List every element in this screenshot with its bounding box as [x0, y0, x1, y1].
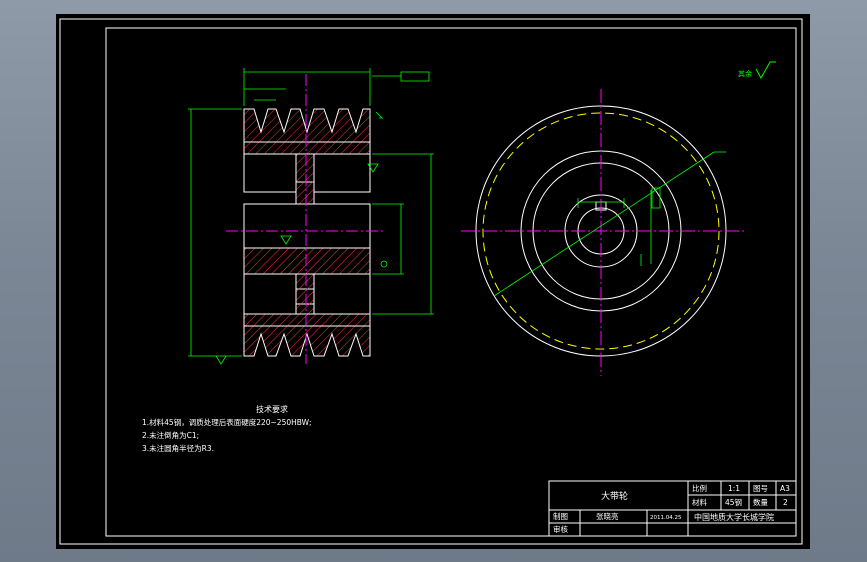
drawn-date: 2011.04.25	[650, 515, 682, 521]
drawn-name: 张晓亮	[596, 511, 619, 521]
sheet-label: 图号	[753, 484, 768, 493]
inner-frame	[105, 27, 797, 537]
drawn-label: 制图	[553, 511, 568, 521]
cad-drawing: 其余 技术要求 1.材料45钢，调质处理后表面硬度220~250HBW; 2.未…	[59, 18, 803, 545]
title-block: 大带轮 比例 1:1 图号 A3 材料 45钢 数量 2 制图 张晓亮 2011…	[548, 480, 797, 537]
quantity-label: 数量	[753, 497, 768, 507]
school-name: 中国地质大学长城学院	[694, 512, 774, 522]
rim-upper	[243, 141, 371, 155]
bore	[243, 203, 371, 249]
web-lower-hatch	[295, 273, 315, 315]
rim-lower	[243, 313, 371, 327]
technical-notes: 技术要求 1.材料45钢，调质处理后表面硬度220~250HBW; 2.未注倒角…	[142, 404, 312, 453]
reviewed-label: 审核	[553, 524, 568, 534]
notes-title: 技术要求	[256, 404, 288, 414]
section-upper-hatch	[243, 108, 371, 143]
scale-value: 1:1	[728, 484, 740, 493]
section-lower-hatch	[243, 325, 371, 357]
section-view	[188, 68, 434, 365]
front-dimensions	[493, 151, 726, 297]
note-2: 2.未注倒角为C1;	[142, 430, 199, 440]
front-view	[461, 89, 744, 376]
outer-frame	[59, 18, 803, 545]
material-value: 45钢	[725, 497, 742, 507]
part-name: 大带轮	[601, 490, 628, 502]
note-3: 3.未注圆角半径为R3.	[142, 443, 214, 453]
hub-lower-hatch	[243, 247, 371, 275]
note-1: 1.材料45钢，调质处理后表面硬度220~250HBW;	[142, 417, 312, 427]
drawing-viewport[interactable]: 其余 技术要求 1.材料45钢，调质处理后表面硬度220~250HBW; 2.未…	[56, 14, 810, 549]
web-upper-hatch	[295, 153, 315, 205]
sheet-value: A3	[780, 484, 790, 493]
svg-text:其余: 其余	[738, 69, 752, 78]
roughness-symbol: 其余	[738, 61, 776, 80]
scale-label: 比例	[692, 483, 707, 493]
section-dimensions	[188, 68, 434, 365]
quantity-value: 2	[783, 498, 788, 507]
material-label: 材料	[692, 497, 707, 507]
